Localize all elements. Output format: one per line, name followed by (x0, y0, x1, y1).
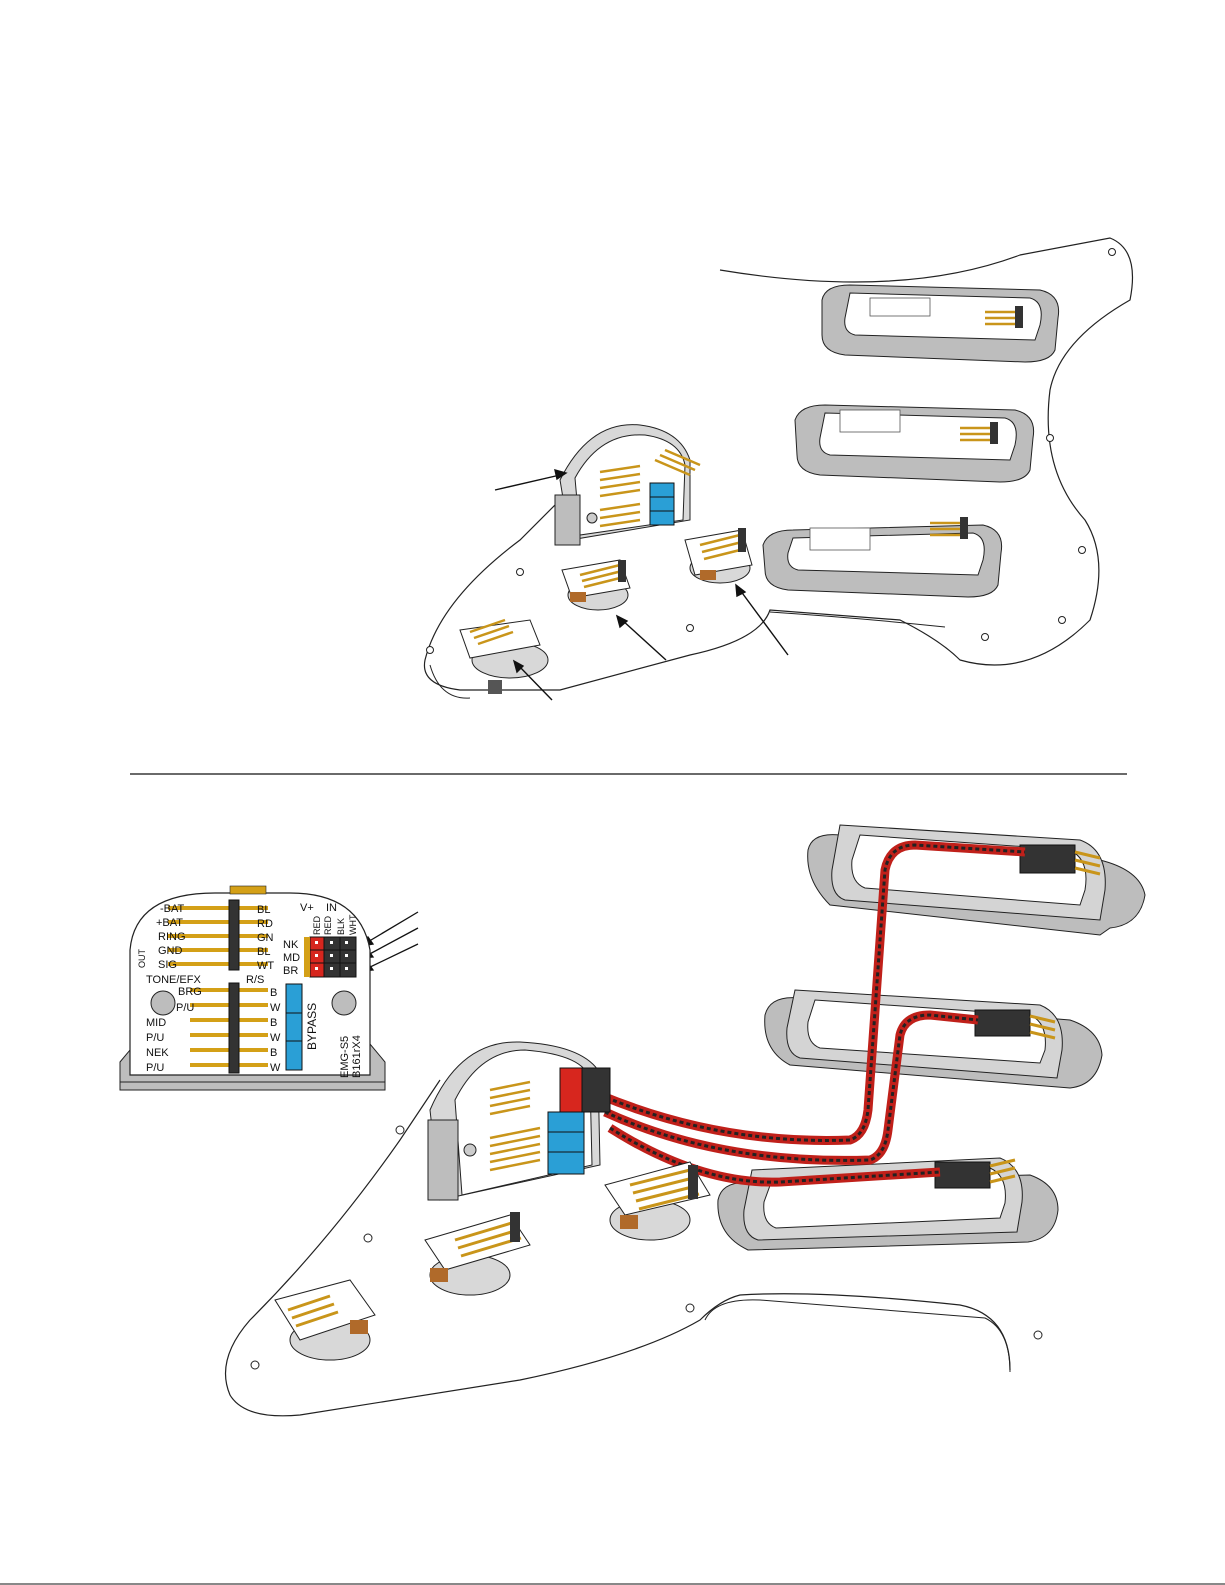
label-bl-2: BL (257, 946, 270, 958)
label-wt: WT (257, 960, 274, 972)
top-pickguard-illustration (424, 238, 1132, 700)
label-brg: BRG (178, 986, 202, 998)
label-rs-pin-6: W (270, 1062, 281, 1074)
pickup-header-grid (304, 937, 356, 977)
label-rd: RD (257, 918, 273, 930)
bottom-pickguard-illustration (226, 825, 1146, 1416)
bottom-pickup-neck (808, 825, 1145, 935)
screw-hole (982, 634, 989, 641)
label-nk: NK (283, 939, 299, 951)
label-color-red-2: RED (323, 915, 333, 935)
label-nek: NEK (146, 1047, 169, 1059)
label-nek-pu: P/U (146, 1062, 164, 1074)
label-tone-efx: TONE/EFX (146, 974, 201, 986)
label-gnd: GND (158, 945, 183, 957)
label-pos-bat: +BAT (156, 917, 183, 929)
screw-hole (1047, 435, 1054, 442)
label-rs-pin-3: B (270, 1017, 277, 1029)
top-bypass-block (650, 483, 674, 525)
label-color-red-1: RED (312, 915, 322, 935)
screw-hole (251, 1361, 259, 1369)
bypass-switch-block (286, 984, 302, 1070)
label-rs-pin-1: B (270, 987, 277, 999)
label-color-blk: BLK (336, 918, 346, 935)
label-bypass: BYPASS (305, 1003, 319, 1050)
screw-hole (396, 1126, 404, 1134)
screw-hole (364, 1234, 372, 1242)
label-mid-pu: P/U (146, 1032, 164, 1044)
screw-hole (686, 1304, 694, 1312)
label-v-plus: V+ (300, 902, 314, 914)
bottom-bypass-block (548, 1112, 584, 1174)
label-brg-pu: P/U (176, 1002, 194, 1014)
board-detail: -BAT +BAT RING GND SIG OUT TONE/EFX BRG … (120, 886, 385, 1090)
top-pickup-neck (822, 285, 1059, 362)
label-model-1: EMG-S5 (339, 1036, 351, 1078)
label-sig: SIG (158, 959, 177, 971)
label-neg-bat: -BAT (160, 903, 185, 915)
screw-hole (517, 569, 524, 576)
screw-hole (427, 647, 434, 654)
label-gn: GN (257, 932, 274, 944)
label-br: BR (283, 965, 298, 977)
label-md: MD (283, 952, 300, 964)
label-rs-pin-2: W (270, 1002, 281, 1014)
label-rs: R/S (246, 974, 264, 986)
label-out: OUT (137, 949, 147, 969)
label-mid: MID (146, 1017, 166, 1029)
label-color-wht: WHT (348, 914, 358, 935)
label-rs-pin-5: B (270, 1047, 277, 1059)
screw-hole (687, 625, 694, 632)
screw-hole (1079, 547, 1086, 554)
label-in: IN (326, 902, 337, 914)
screw-hole (1034, 1331, 1042, 1339)
label-rs-pin-4: W (270, 1032, 281, 1044)
label-model-2: B161rX4 (351, 1035, 363, 1078)
top-pickup-middle (795, 405, 1034, 482)
screw-hole (1059, 617, 1066, 624)
label-ring: RING (158, 931, 186, 943)
screw-hole (1109, 249, 1116, 256)
label-bl-1: BL (257, 904, 270, 916)
bottom-pickup-middle (765, 990, 1102, 1088)
